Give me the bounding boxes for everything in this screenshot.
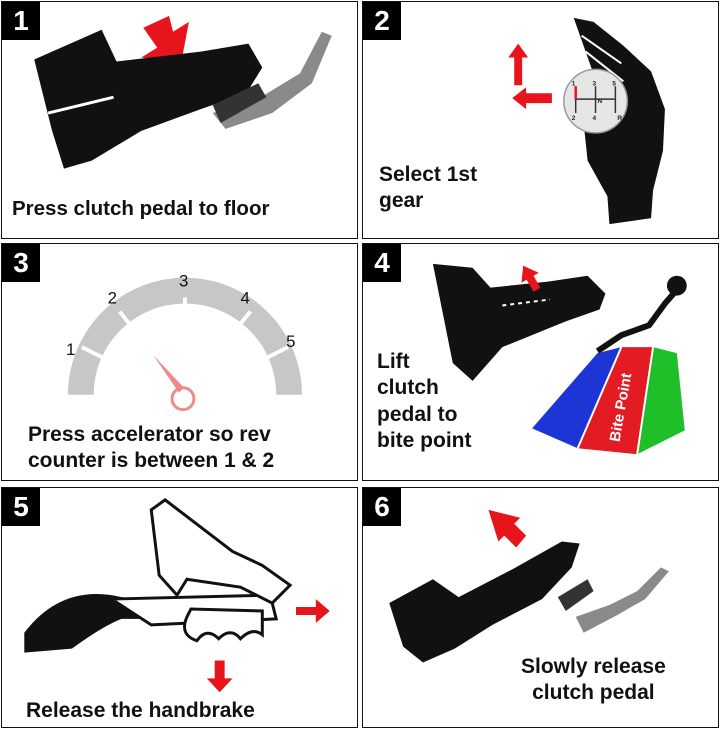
press-clutch-illustration [34,15,332,169]
foot-icon [34,29,263,169]
step-number: 4 [363,244,401,282]
gauge-label-3: 3 [179,272,188,291]
step-2-panel: 2 1 3 5 N 2 4 R Select 1st gear [362,1,719,239]
gear-pattern [574,86,617,114]
step-5-panel: 5 Release the handbrake [1,487,358,728]
hand-grip [183,607,264,643]
bite-zone-red [577,347,654,455]
handbrake-illustration [24,498,330,693]
up-arrow-icon [488,509,527,548]
left-arrow-icon [512,87,552,110]
step-caption: Release the handbrake [26,699,255,722]
rev-gauge-arc [67,277,302,395]
foot-icon [389,541,580,663]
pedal-pivot [666,275,687,296]
step-number: 6 [363,488,401,526]
step-number: 1 [2,2,40,40]
gauge-label-1: 1 [66,340,75,359]
right-arrow-icon [296,599,330,623]
foot-icon [432,263,606,381]
step-6-panel: 6 Slowly release clutch pedal [362,487,719,728]
clutch-pedal-lever [575,567,669,633]
gear-label-4: 4 [593,115,597,122]
up-arrow-icon [508,43,529,86]
step-3-panel: 3 1 2 3 4 5 Press accelerator so rev cou… [1,243,358,481]
step-caption: Select 1st gear [379,163,478,213]
rev-needle [153,355,184,393]
release-clutch-illustration [389,509,669,663]
step-caption: Slowly release clutch pedal [521,655,666,705]
bite-point-illustration: Bite Point [432,263,687,455]
step-caption: Lift clutch pedal to bite point [377,350,472,452]
gauge-label-2: 2 [108,288,117,307]
arm-icon [149,498,293,605]
gear-label-1: 1 [572,80,576,87]
up-arrow-icon [521,265,541,292]
gear-label-n: N [598,98,603,105]
gear-label-2: 2 [572,115,576,122]
gauge-label-5: 5 [286,332,295,351]
select-gear-illustration: 1 3 5 N 2 4 R [508,17,665,225]
clutch-pedal-lever [595,285,682,354]
pedal-pad [212,83,267,123]
step-number: 2 [363,2,401,40]
gauge-label-4: 4 [240,288,249,307]
step-caption: Press clutch pedal to floor [12,197,270,220]
down-arrow-icon [206,660,233,693]
gear-label-r: R [617,115,622,122]
pedal-pad [557,579,594,611]
gear-label-3: 3 [593,80,597,87]
down-arrow-icon [141,15,189,64]
step-4-panel: 4 Bite Point Lift clutch pedal to bite p… [362,243,719,481]
step-caption: Press accelerator so rev counter is betw… [28,423,275,473]
gear-label-5: 5 [612,80,616,87]
step-1-panel: 1 Press clutch pedal to floor [1,1,358,239]
step-number: 5 [2,488,40,526]
bite-zone-blue [532,347,622,449]
rev-counter-illustration: 1 2 3 4 5 [66,272,302,412]
step-number: 3 [2,244,40,282]
